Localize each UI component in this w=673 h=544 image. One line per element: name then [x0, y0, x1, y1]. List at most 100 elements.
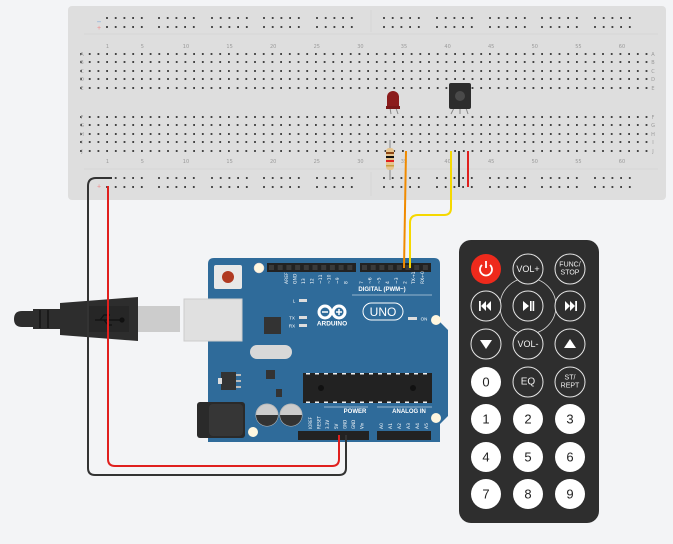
- breadboard-hole[interactable]: [506, 116, 509, 118]
- breadboard-hole[interactable]: [132, 124, 135, 126]
- rail-hole[interactable]: [444, 177, 447, 179]
- breadboard-hole[interactable]: [315, 87, 317, 89]
- breadboard-hole[interactable]: [332, 78, 335, 80]
- breadboard-hole[interactable]: [558, 78, 561, 80]
- breadboard-hole[interactable]: [306, 141, 309, 143]
- breadboard-hole[interactable]: [593, 141, 596, 143]
- breadboard-hole[interactable]: [523, 87, 526, 89]
- breadboard-hole[interactable]: [497, 87, 500, 89]
- breadboard-hole[interactable]: [610, 87, 613, 89]
- breadboard-hole[interactable]: [280, 87, 282, 89]
- rail-hole[interactable]: [140, 177, 143, 179]
- breadboard-hole[interactable]: [184, 70, 187, 72]
- breadboard-hole[interactable]: [541, 53, 543, 55]
- breadboard-hole[interactable]: [393, 150, 396, 152]
- rail-hole[interactable]: [166, 177, 169, 179]
- rail-hole[interactable]: [462, 17, 464, 19]
- breadboard-hole[interactable]: [567, 78, 570, 80]
- breadboard-hole[interactable]: [184, 124, 187, 126]
- rail-hole[interactable]: [515, 17, 517, 19]
- breadboard-hole[interactable]: [236, 133, 239, 135]
- breadboard-hole[interactable]: [123, 53, 126, 55]
- breadboard-hole[interactable]: [106, 87, 108, 89]
- breadboard-hole[interactable]: [349, 78, 352, 80]
- breadboard-hole[interactable]: [288, 53, 291, 55]
- rail-hole[interactable]: [497, 26, 500, 28]
- breadboard-hole[interactable]: [584, 141, 587, 143]
- breadboard-hole[interactable]: [349, 133, 352, 135]
- breadboard-hole[interactable]: [210, 78, 213, 80]
- rail-hole[interactable]: [245, 177, 248, 179]
- rail-hole[interactable]: [620, 177, 622, 179]
- breadboard-hole[interactable]: [254, 133, 256, 135]
- rail-hole[interactable]: [123, 17, 126, 19]
- remote-button-vol-down[interactable]: VOL-: [512, 328, 544, 360]
- breadboard-hole[interactable]: [480, 61, 483, 63]
- breadboard-hole[interactable]: [271, 78, 274, 80]
- breadboard-hole[interactable]: [254, 53, 256, 55]
- breadboard-hole[interactable]: [332, 133, 335, 135]
- breadboard-hole[interactable]: [132, 150, 135, 152]
- rail-hole[interactable]: [523, 26, 526, 28]
- breadboard-hole[interactable]: [167, 70, 169, 72]
- breadboard-hole[interactable]: [219, 116, 222, 118]
- breadboard-hole[interactable]: [167, 133, 169, 135]
- breadboard-hole[interactable]: [610, 70, 613, 72]
- breadboard-hole[interactable]: [332, 87, 335, 89]
- breadboard-hole[interactable]: [132, 70, 135, 72]
- breadboard-hole[interactable]: [280, 53, 282, 55]
- breadboard-hole[interactable]: [306, 124, 309, 126]
- breadboard-hole[interactable]: [254, 150, 256, 152]
- breadboard-hole[interactable]: [602, 61, 604, 63]
- breadboard-hole[interactable]: [271, 124, 274, 126]
- rail-hole[interactable]: [417, 177, 420, 179]
- rail-hole[interactable]: [245, 186, 248, 188]
- breadboard-hole[interactable]: [114, 133, 117, 135]
- breadboard-hole[interactable]: [636, 116, 639, 118]
- breadboard-hole[interactable]: [271, 70, 274, 72]
- breadboard-hole[interactable]: [349, 124, 352, 126]
- breadboard-hole[interactable]: [236, 61, 239, 63]
- breadboard-hole[interactable]: [619, 87, 622, 89]
- breadboard-hole[interactable]: [419, 150, 422, 152]
- rail-hole[interactable]: [497, 177, 500, 179]
- breadboard-hole[interactable]: [645, 61, 648, 63]
- breadboard-hole[interactable]: [610, 133, 613, 135]
- breadboard-hole[interactable]: [114, 141, 117, 143]
- breadboard-hole[interactable]: [576, 87, 578, 89]
- rail-hole[interactable]: [453, 186, 456, 188]
- breadboard-hole[interactable]: [410, 133, 413, 135]
- breadboard-hole[interactable]: [602, 116, 604, 118]
- breadboard-hole[interactable]: [428, 61, 430, 63]
- breadboard-hole[interactable]: [288, 141, 291, 143]
- breadboard-hole[interactable]: [436, 150, 439, 152]
- breadboard-hole[interactable]: [393, 133, 396, 135]
- rail-hole[interactable]: [123, 186, 126, 188]
- breadboard-hole[interactable]: [602, 78, 604, 80]
- remote-button-down[interactable]: [470, 328, 502, 360]
- remote-button-power[interactable]: [471, 254, 501, 284]
- breadboard-hole[interactable]: [384, 61, 387, 63]
- breadboard-hole[interactable]: [236, 124, 239, 126]
- breadboard-hole[interactable]: [106, 70, 108, 72]
- rail-hole[interactable]: [342, 186, 344, 188]
- rail-hole[interactable]: [549, 177, 552, 179]
- rail-hole[interactable]: [271, 186, 274, 188]
- breadboard-hole[interactable]: [610, 53, 613, 55]
- breadboard-hole[interactable]: [245, 150, 248, 152]
- breadboard-hole[interactable]: [236, 141, 239, 143]
- breadboard-hole[interactable]: [323, 70, 326, 72]
- rail-hole[interactable]: [523, 17, 526, 19]
- breadboard-hole[interactable]: [506, 133, 509, 135]
- breadboard-hole[interactable]: [393, 78, 396, 80]
- breadboard-hole[interactable]: [549, 124, 552, 126]
- breadboard-hole[interactable]: [297, 150, 300, 152]
- breadboard-hole[interactable]: [506, 53, 509, 55]
- breadboard-hole[interactable]: [541, 150, 543, 152]
- breadboard-hole[interactable]: [280, 133, 282, 135]
- breadboard-holes[interactable]: [80, 17, 648, 188]
- breadboard-hole[interactable]: [428, 70, 430, 72]
- rail-hole[interactable]: [602, 177, 605, 179]
- rail-hole[interactable]: [594, 17, 596, 19]
- breadboard-hole[interactable]: [262, 150, 265, 152]
